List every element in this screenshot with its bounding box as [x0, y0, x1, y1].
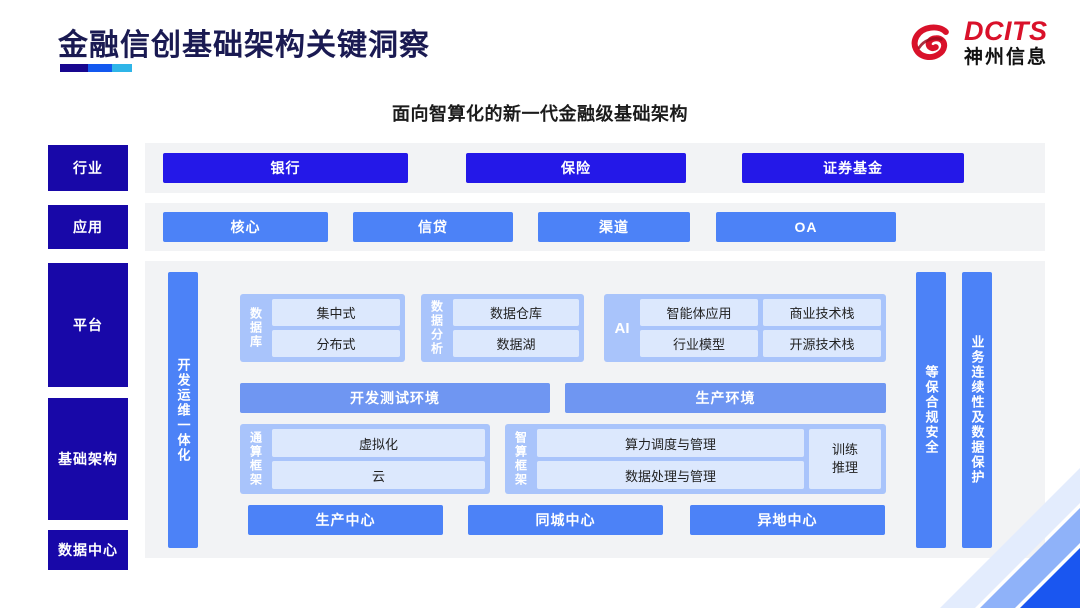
group-ai: AI 智能体应用 行业模型 商业技术栈 开源技术栈	[604, 294, 886, 362]
app-chip-oa[interactable]: OA	[716, 212, 896, 242]
group-ai-cells: 智能体应用 行业模型 商业技术栈 开源技术栈	[640, 299, 881, 357]
logo-text-cn: 神州信息	[963, 47, 1048, 68]
vertical-bar-compliance-security-label: 等保合规安全	[923, 365, 939, 455]
vertical-bar-compliance-security: 等保合规安全	[916, 272, 946, 548]
diagram-subtitle: 面向智算化的新一代金融级基础架构	[392, 104, 688, 124]
group-database-cells: 集中式 分布式	[272, 299, 400, 357]
group-data-analysis-cells: 数据仓库 数据湖	[453, 299, 579, 357]
group-ai-column-2: 商业技术栈 开源技术栈	[763, 299, 881, 357]
cell-training-inference[interactable]: 训练 推理	[809, 429, 881, 489]
rule-segment-cyan	[112, 64, 132, 72]
rule-segment-blue	[88, 64, 112, 72]
datacenter-bar-metro[interactable]: 同城中心	[468, 505, 663, 535]
app-chip-credit[interactable]: 信贷	[353, 212, 513, 242]
group-smart-compute-framework: 智算框架 算力调度与管理 数据处理与管理 训练 推理	[505, 424, 886, 494]
vertical-bar-devops-label: 开发运维一体化	[175, 357, 191, 463]
group-smart-compute-framework-label: 智算框架	[513, 431, 528, 487]
group-data-analysis-label: 数据分析	[429, 300, 444, 356]
application-row: 核心 信贷 渠道 OA	[145, 203, 1045, 251]
cell-data-processing-management[interactable]: 数据处理与管理	[537, 461, 804, 489]
swirl-logo-icon	[911, 24, 949, 60]
page-title: 金融信创基础架构关键洞察	[58, 29, 430, 62]
rail-label-datacenter: 数据中心	[48, 530, 128, 570]
industry-panel: 银行 保险 证券基金	[145, 143, 1045, 193]
datacenter-bar-production[interactable]: 生产中心	[248, 505, 443, 535]
cell-virtualization[interactable]: 虚拟化	[272, 429, 485, 457]
title-underline-rule	[60, 64, 132, 72]
cell-inference-label: 推理	[831, 460, 858, 475]
industry-chip-securities-fund[interactable]: 证券基金	[742, 153, 964, 183]
rail-label-platform: 平台	[48, 263, 128, 387]
group-ai-column-1: 智能体应用 行业模型	[640, 299, 758, 357]
group-smart-compute-cells: 算力调度与管理 数据处理与管理	[537, 429, 804, 489]
cell-training-label: 训练	[831, 442, 858, 458]
env-bar-production[interactable]: 生产环境	[565, 383, 886, 413]
logo-text-en: DCITS	[963, 16, 1048, 46]
group-general-compute-cells: 虚拟化 云	[272, 429, 485, 489]
datacenter-bar-remote[interactable]: 异地中心	[690, 505, 885, 535]
cell-cloud[interactable]: 云	[272, 461, 485, 489]
cell-commercial-tech-stack[interactable]: 商业技术栈	[763, 299, 881, 326]
rail-label-infrastructure: 基础架构	[48, 398, 128, 520]
vertical-bar-business-continuity: 业务连续性及数据保护	[962, 272, 992, 548]
group-ai-label: AI	[614, 319, 630, 337]
rail-label-application: 应用	[48, 205, 128, 249]
cell-agent-application[interactable]: 智能体应用	[640, 299, 758, 326]
cell-open-source-tech-stack[interactable]: 开源技术栈	[763, 330, 881, 357]
cell-industry-model[interactable]: 行业模型	[640, 330, 758, 357]
group-data-analysis: 数据分析 数据仓库 数据湖	[421, 294, 584, 362]
cell-data-lake[interactable]: 数据湖	[453, 330, 579, 357]
cell-compute-scheduling-management[interactable]: 算力调度与管理	[537, 429, 804, 457]
app-chip-core[interactable]: 核心	[163, 212, 328, 242]
industry-chip-bank[interactable]: 银行	[163, 153, 408, 183]
app-chip-channel[interactable]: 渠道	[538, 212, 690, 242]
group-database-label: 数据库	[248, 307, 263, 349]
industry-chip-insurance[interactable]: 保险	[466, 153, 686, 183]
cell-distributed[interactable]: 分布式	[272, 330, 400, 357]
group-general-compute-framework: 通算框架 虚拟化 云	[240, 424, 490, 494]
group-general-compute-framework-label: 通算框架	[248, 431, 263, 487]
application-panel: 核心 信贷 渠道 OA	[145, 203, 1045, 251]
env-bar-dev-test[interactable]: 开发测试环境	[240, 383, 550, 413]
vertical-bar-devops: 开发运维一体化	[168, 272, 198, 548]
brand-logo: DCITS 神州信息	[910, 18, 1048, 67]
rule-segment-navy	[60, 64, 88, 72]
rail-label-industry: 行业	[48, 145, 128, 191]
vertical-bar-business-continuity-label: 业务连续性及数据保护	[969, 335, 985, 485]
cell-data-warehouse[interactable]: 数据仓库	[453, 299, 579, 326]
group-database: 数据库 集中式 分布式	[240, 294, 405, 362]
industry-row: 银行 保险 证券基金	[145, 143, 1045, 193]
cell-centralized[interactable]: 集中式	[272, 299, 400, 326]
